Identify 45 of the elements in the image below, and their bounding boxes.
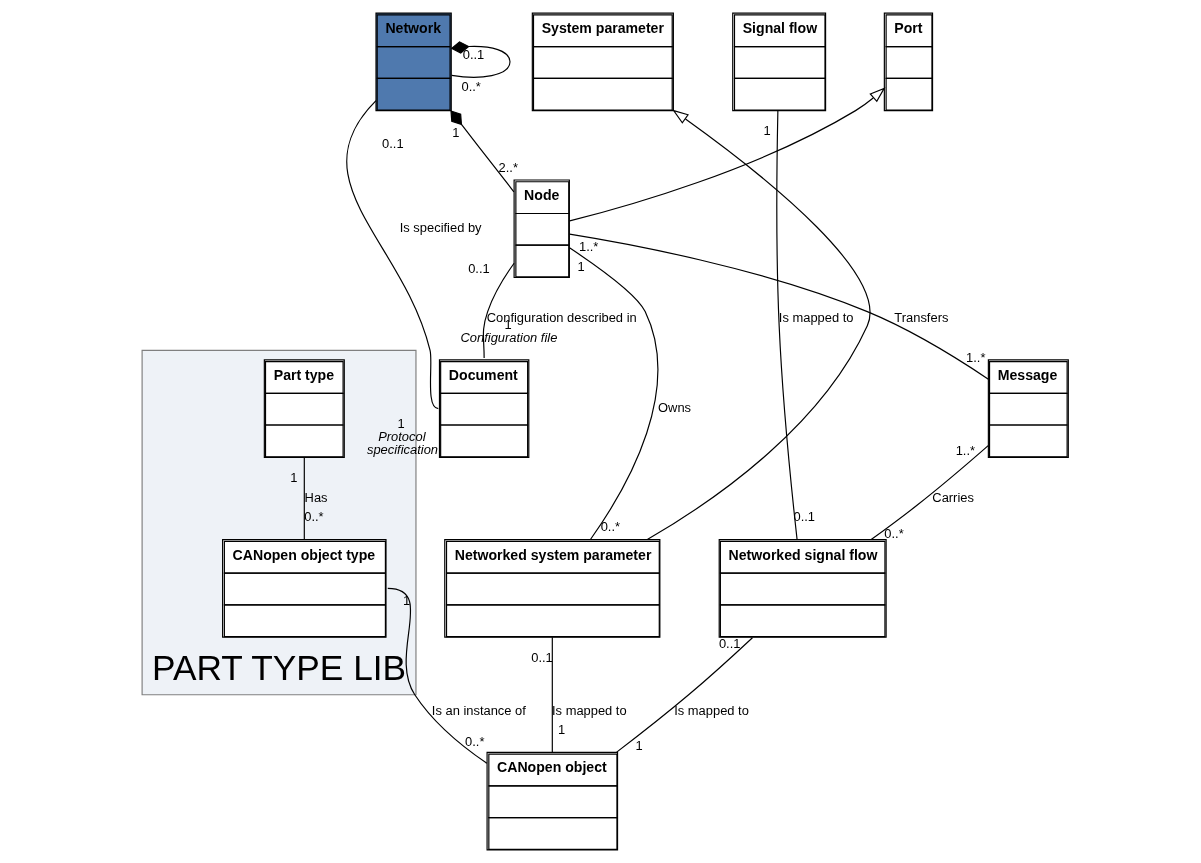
connector xyxy=(870,445,989,541)
connector xyxy=(569,233,989,380)
connector xyxy=(482,262,515,359)
edge-label: Is mapped to xyxy=(778,309,854,325)
label: 1 xyxy=(558,722,566,738)
label: 1 xyxy=(452,125,460,141)
label: 0..* xyxy=(884,526,904,542)
label: Protocol specification xyxy=(366,428,439,457)
label: 1 xyxy=(635,738,643,754)
connector xyxy=(776,110,798,541)
label: 0..1 xyxy=(382,135,404,151)
edge-label: Is an instance of xyxy=(431,702,526,718)
connector xyxy=(450,41,511,78)
connector xyxy=(303,457,305,541)
label: 0..* xyxy=(461,79,481,95)
edge-label: Transfers xyxy=(894,309,949,325)
label: 1 xyxy=(403,592,411,608)
edge-label: Is mapped to xyxy=(552,702,627,718)
label: 1..* xyxy=(966,350,986,366)
label: 0..* xyxy=(465,734,485,750)
label: 0..* xyxy=(600,518,621,534)
edge-label: Is specified by xyxy=(399,220,482,236)
arrow xyxy=(569,87,886,222)
arrow xyxy=(646,109,871,541)
edge-label: Has xyxy=(304,489,328,505)
connector xyxy=(616,637,754,753)
connector xyxy=(387,587,488,764)
connector xyxy=(568,247,659,541)
label: 0..1 xyxy=(718,636,741,652)
label: 0..1 xyxy=(531,649,553,665)
label: 1..* xyxy=(578,238,599,254)
label: 1 xyxy=(763,123,771,139)
connector xyxy=(551,636,553,753)
label: 2..* xyxy=(498,160,518,176)
label: 0..1 xyxy=(468,260,490,276)
edge-label: Owns xyxy=(658,399,692,415)
label: 1 xyxy=(577,259,585,275)
edge-label: Is mapped to xyxy=(674,702,749,718)
edge-label: Carries xyxy=(932,489,974,505)
label: 0..1 xyxy=(462,47,485,63)
label: 1 xyxy=(397,415,405,431)
connector xyxy=(450,110,515,193)
label: 1..* xyxy=(955,443,976,459)
label: 1 xyxy=(290,470,298,486)
connector xyxy=(346,100,439,410)
